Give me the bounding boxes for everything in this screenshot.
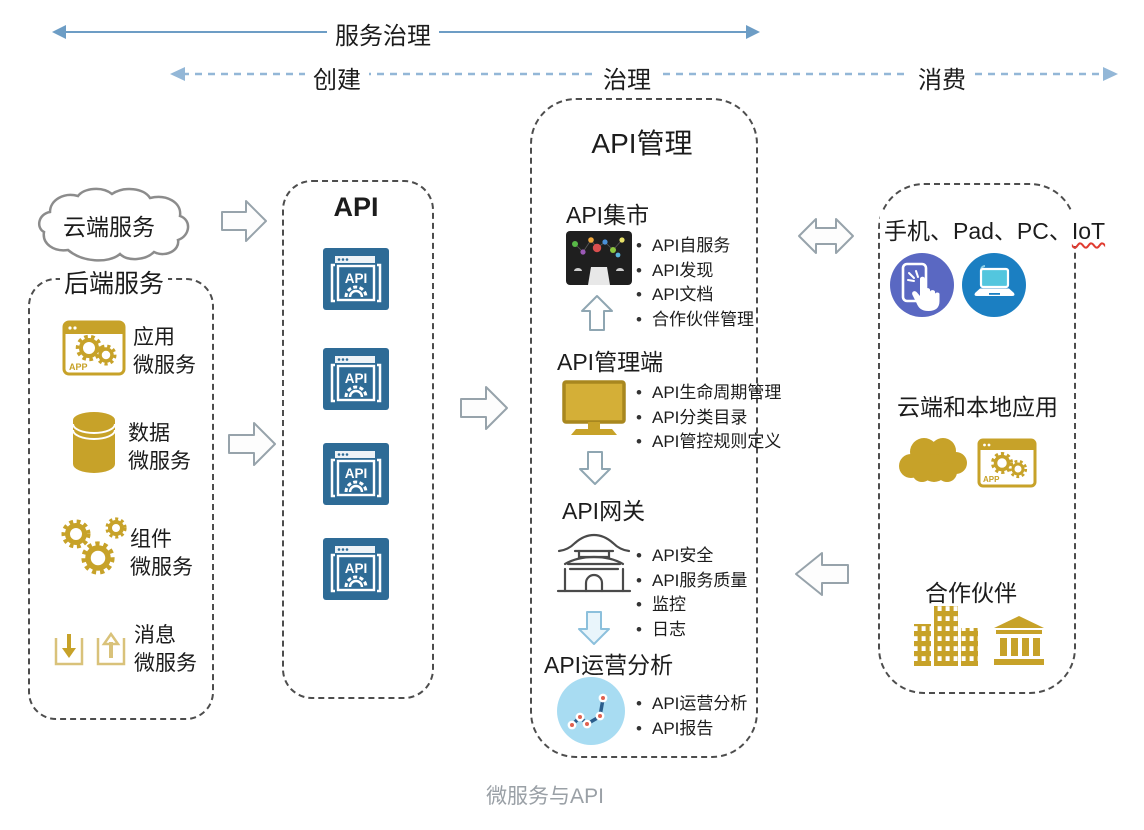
api-gateway-heading: API网关: [562, 498, 646, 524]
cloud-services-shape: [37, 187, 190, 262]
api-management-title: API管理: [591, 128, 693, 159]
api-console-heading: API管理端: [557, 349, 664, 375]
up-arrow: [581, 295, 613, 331]
api-gateway-bullets: API安全 API服务质量 监控 日志: [636, 544, 747, 642]
component-microservice-label: 组件 微服务: [130, 528, 193, 579]
monitor-icon: [562, 380, 626, 435]
cloud-local-apps-label: 云端和本地应用: [897, 394, 1058, 420]
bullet-item: API自服务: [636, 234, 754, 259]
bullet-item: 监控: [636, 593, 747, 618]
down-arrow: [579, 451, 611, 485]
app-icon-text: APP: [69, 362, 88, 372]
buildings-icon: [914, 606, 978, 666]
bullet-item: API安全: [636, 544, 747, 569]
message-microservice-label: 消息 微服务: [134, 624, 197, 675]
phase-create-label: 创建: [305, 60, 369, 95]
arrow-api-to-management: [460, 386, 508, 430]
arrow-backend-to-api: [228, 422, 276, 466]
gold-cloud-icon: [899, 438, 967, 482]
data-microservice-label: 数据 微服务: [128, 422, 191, 473]
message-queue-icon: [54, 631, 126, 666]
cloud-services-label: 云端服务: [63, 214, 155, 240]
app-window-gold-icon: APP: [977, 438, 1037, 488]
phase-govern-label: 治理: [595, 60, 659, 95]
bullet-item: API生命周期管理: [636, 381, 781, 406]
api-tile-icon: API: [323, 348, 389, 410]
devices-label-prefix: 手机、Pad、PC、: [884, 218, 1072, 244]
api-console-bullets: API生命周期管理 API分类目录 API管控规则定义: [636, 381, 781, 455]
bullet-item: API文档: [636, 283, 754, 308]
app-microservice-icon: APP: [62, 320, 126, 376]
phase-consume-label: 消费: [910, 60, 974, 95]
database-icon: [72, 412, 116, 473]
app-microservice-label: 应用 微服务: [133, 326, 196, 377]
api-tile-text: API: [345, 271, 368, 286]
api-box-title: API: [333, 192, 379, 222]
app-icon-text: APP: [983, 475, 1000, 484]
double-arrow-management-consumers: [798, 218, 854, 254]
service-governance-label: 服务治理: [327, 16, 439, 51]
gateway-icon: [556, 533, 632, 593]
devices-label: 手机、Pad、PC、IoT: [880, 212, 1110, 246]
backend-services-title: 后端服务: [60, 264, 169, 300]
consumers-box: [878, 183, 1076, 694]
devices-label-iot: IoT: [1071, 218, 1106, 244]
bullet-item: API报告: [636, 717, 747, 742]
api-tile-icon: API: [323, 538, 389, 600]
bullet-item: API分类目录: [636, 406, 781, 431]
arrow-cloud-to-api: [221, 200, 267, 242]
laptop-icon: [962, 253, 1026, 317]
api-tile-text: API: [345, 371, 368, 386]
marketplace-icon: [566, 231, 632, 285]
bullet-item: API运营分析: [636, 692, 747, 717]
api-tile-text: API: [345, 466, 368, 481]
down-arrow-blue: [578, 611, 610, 645]
api-analytics-bullets: API运营分析 API报告: [636, 692, 747, 741]
bullet-item: API管控规则定义: [636, 430, 781, 455]
api-marketplace-heading: API集市: [566, 202, 650, 228]
backend-services-box: [28, 278, 214, 720]
bullet-item: 合作伙伴管理: [636, 308, 754, 333]
bullet-item: 日志: [636, 618, 747, 643]
api-tile-text: API: [345, 561, 368, 576]
api-analytics-heading: API运营分析: [544, 652, 674, 678]
diagram-caption: 微服务与API: [486, 785, 604, 808]
bullet-item: API服务质量: [636, 569, 747, 594]
api-tile-icon: API: [323, 248, 389, 310]
bank-icon: [994, 616, 1044, 665]
gears-icon: [61, 517, 127, 575]
partners-label: 合作伙伴: [925, 580, 1017, 606]
api-box: [282, 180, 434, 699]
api-marketplace-bullets: API自服务 API发现 API文档 合作伙伴管理: [636, 234, 754, 332]
bullet-item: API发现: [636, 259, 754, 284]
phone-touch-icon: [890, 253, 954, 317]
api-tile-icon: API: [323, 443, 389, 505]
arrow-consumers-to-management: [795, 552, 849, 596]
